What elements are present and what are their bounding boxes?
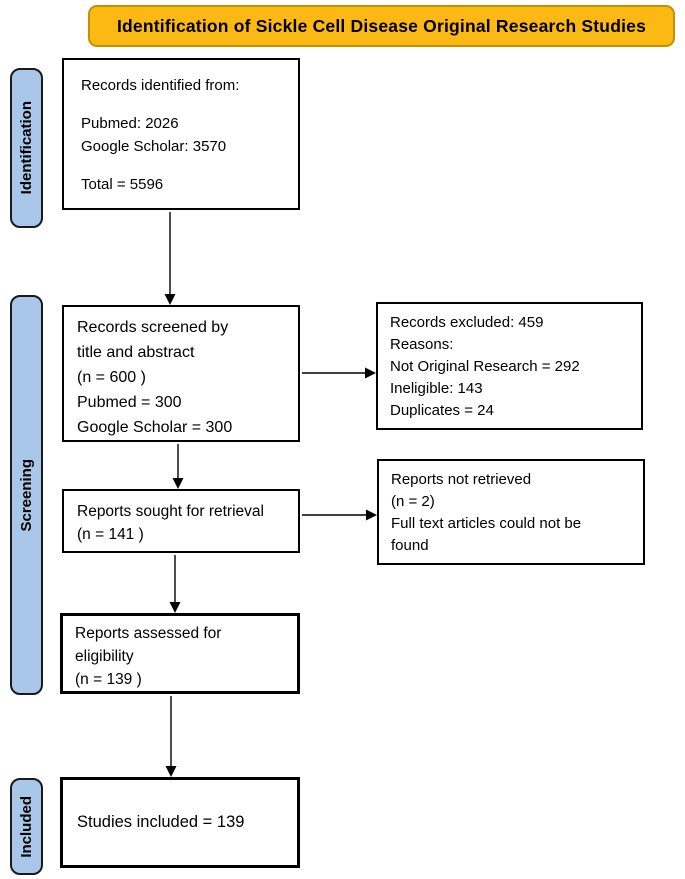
text-line: Total = 5596 [81,176,164,193]
stage-label-text: Identification [18,101,35,195]
box-records-screened: Records screened by title and abstract (… [62,305,300,442]
box-reports-not-retrieved: Reports not retrieved (n = 2) Full text … [377,459,645,565]
arrow-screened-to-excluded [302,367,376,379]
text-line: eligibility [75,648,134,665]
text-line: Studies included = 139 [77,813,245,831]
text-line: Pubmed = 300 [77,394,182,411]
text-line: Ineligible: 143 [390,380,483,397]
text-line: Reports sought for retrieval [77,503,264,520]
stage-label-included: Included [10,778,43,875]
box-reports-assessed: Reports assessed for eligibility (n = 13… [60,613,300,694]
arrow-sought-to-assessed [169,555,181,613]
text-line [81,158,298,173]
box-studies-included: Studies included = 139 [60,777,300,868]
stage-label-text: Screening [18,458,35,532]
arrow-sought-to-not-retrieved [302,509,377,521]
text-line: Pubmed: 2026 [81,115,179,132]
text-line: Records identified from: [81,77,240,94]
text-line: (n = 600 ) [77,369,146,386]
text-line: found [391,537,429,554]
stage-label-identification: Identification [10,68,43,228]
text-line: Records excluded: 459 [390,314,544,331]
arrow-identified-to-screened [164,212,176,305]
text-line: Records screened by [77,319,229,336]
box-reports-sought: Reports sought for retrieval (n = 141 ) [62,489,300,553]
text-line: (n = 141 ) [77,526,144,543]
text-line: Reports not retrieved [391,471,532,488]
arrow-screened-to-sought [172,444,184,489]
stage-label-text: Included [18,795,35,858]
text-line: Duplicates = 24 [390,402,494,419]
text-line: title and abstract [77,344,195,361]
box-records-identified: Records identified from: Pubmed: 2026 Go… [62,58,300,210]
text-line [81,97,298,112]
text-line: Reports assessed for [75,625,222,642]
text-line: Not Original Research = 292 [390,358,580,375]
text-line: (n = 139 ) [75,671,142,688]
box-records-excluded: Records excluded: 459 Reasons: Not Origi… [376,302,643,430]
text-line: Google Scholar = 300 [77,419,233,436]
text-line: Google Scholar: 3570 [81,138,227,155]
text-line: (n = 2) [391,493,435,510]
text-line: Full text articles could not be [391,515,582,532]
text-line: Reasons: [390,336,454,353]
arrow-assessed-to-included [165,696,177,777]
diagram-title: Identification of Sickle Cell Disease Or… [88,5,675,47]
stage-label-screening: Screening [10,295,43,695]
